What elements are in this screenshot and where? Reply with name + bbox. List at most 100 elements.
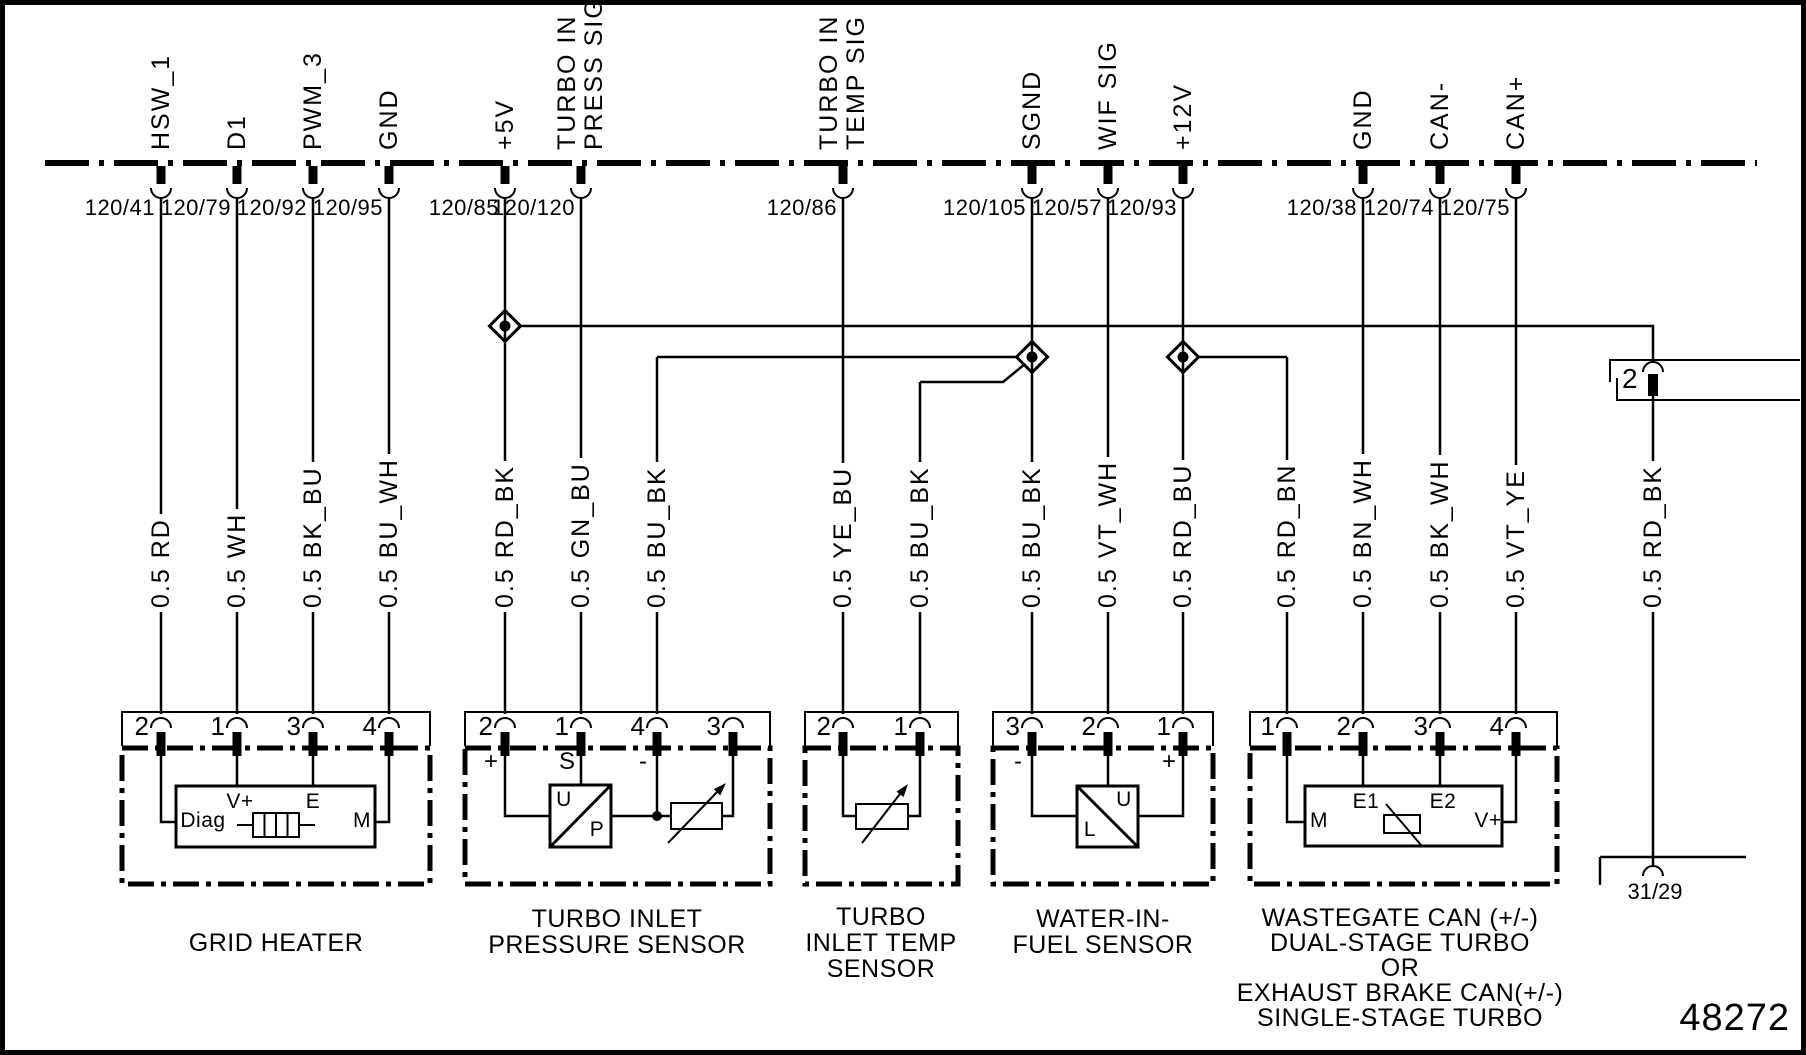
wire-gauge-color-label: 0.5 WH [222, 508, 252, 612]
pin-polarity-sign: S [558, 748, 575, 775]
ecu-signal-label: SGND [1017, 69, 1046, 150]
component-caption-grid-heater: GRID HEATER [188, 929, 364, 957]
wire-gauge-color-label: 0.5 BK_WH [1425, 455, 1455, 612]
wire-gauge-color-label: 0.5 BU_BK [642, 462, 672, 612]
solenoid-valve-symbol [1383, 803, 1422, 846]
wire-gauge-color-label: 0.5 RD_BK [490, 460, 520, 612]
pin-symbols [150, 166, 1527, 756]
ecu-pin-number: 120/93 [1106, 195, 1177, 220]
connector-pin-number: 4 [362, 711, 377, 741]
ecu-pin-number: 120/105 [942, 195, 1026, 220]
connector-pin-number: 3 [1413, 711, 1428, 741]
ecu-signal-label: +12V [1168, 82, 1197, 150]
connector-pin-number: 1 [210, 711, 225, 741]
wire-gauge-color-label: 0.5 BU_BK [905, 462, 935, 612]
wire-gauge-color-label: 0.5 BU_BK [1017, 462, 1047, 612]
ecu-pin-number: 120/85 [428, 195, 499, 220]
device-terminal-label: V+ [1474, 809, 1502, 832]
wire-gauge-color-label: 0.5 GN_BU [566, 458, 596, 612]
device-terminal-label: V+ [226, 790, 254, 813]
connector-pin-number: 3 [706, 711, 721, 741]
thermistor-symbol [855, 789, 909, 844]
arrowhead-icon [713, 783, 726, 796]
device-terminal-label: E1 [1352, 790, 1380, 813]
connector-pin-number: 2 [816, 711, 831, 741]
connector-pin-number: 1 [893, 711, 908, 741]
ecu-pin-number: 120/120 [491, 195, 575, 220]
arrowhead-icon [896, 784, 908, 797]
ecu-signal-label: TURBO IN PRESS SIG [553, 0, 608, 150]
device-terminal-label: E [305, 790, 321, 813]
connector-pin-number: 2 [478, 711, 493, 741]
ground-node-label: 31/29 [1627, 879, 1683, 904]
wire-gauge-color-label: 0.5 BK_BU [298, 462, 328, 612]
ecu-pin-number: 120/38 [1286, 195, 1357, 220]
page-link-connector [1609, 359, 1800, 401]
ecu-pin-number: 120/57 [1031, 195, 1102, 220]
ecu-signal-label: GND [1348, 88, 1377, 150]
wire-gauge-color-label: 0.5 RD_BN [1272, 459, 1302, 612]
device-terminal-label: U [556, 788, 572, 811]
ecu-signal-label: WIF SIG [1093, 40, 1122, 150]
device-boxes [174, 783, 1504, 849]
ecu-signal-label: D1 [222, 114, 251, 150]
connector-pin-number: 4 [1489, 711, 1504, 741]
ecu-signal-label: TURBO IN TEMP SIG [815, 14, 870, 150]
connector-pin-number: 1 [1156, 711, 1171, 741]
wire-gauge-color-label: 0.5 VT_WH [1093, 456, 1123, 612]
device-terminal-label: L [1083, 818, 1097, 841]
ecu-signal-label: HSW_1 [146, 53, 175, 150]
connector-pin-number: 3 [286, 711, 301, 741]
ecu-pin-number: 120/95 [312, 195, 383, 220]
pin-polarity-sign: + [483, 748, 498, 775]
figure-number: 48272 [1679, 997, 1790, 1039]
junction-dot [652, 811, 662, 821]
page-link-pin-label: 2 [1622, 363, 1638, 394]
component-caption-turbo-inlet-temp-sensor: TURBO INLET TEMP SENSOR [805, 903, 957, 983]
device-terminal-label: P [589, 818, 605, 841]
component-caption-turbo-inlet-pressure-sensor: TURBO INLET PRESSURE SENSOR [488, 905, 746, 959]
ecu-pin-number: 120/74 [1363, 195, 1434, 220]
connector-pin-number: 2 [1081, 711, 1096, 741]
wire-gauge-color-label: 0.5 YE_BU [828, 462, 858, 612]
ecu-pin-number: 120/92 [236, 195, 307, 220]
ecu-signal-label: GND [374, 88, 403, 150]
variable-resistor-symbol [667, 788, 723, 844]
wire-gauge-color-label: 0.5 RD [146, 514, 176, 612]
connector-pin-number: 2 [134, 711, 149, 741]
component-caption-water-in-fuel-sensor: WATER-IN- FUEL SENSOR [1012, 905, 1194, 959]
pin-polarity-sign: - [1014, 748, 1022, 775]
connector-pin-number: 4 [630, 711, 645, 741]
wire-gauge-color-label: 0.5 BU_WH [374, 454, 404, 612]
ecu-signal-label: PWM_3 [298, 51, 327, 150]
device-terminal-label: U [1116, 788, 1132, 811]
wire-gauge-color-label: 0.5 RD_BK [1638, 460, 1668, 612]
device-terminal-label: M [353, 809, 371, 832]
ecu-pin-number: 120/79 [160, 195, 231, 220]
device-terminal-label: Diag [180, 809, 226, 832]
heater-element-symbol [237, 812, 315, 838]
ecu-pin-number: 120/86 [766, 195, 837, 220]
wire-gauge-color-label: 0.5 RD_BU [1168, 459, 1198, 612]
ecu-signal-label: CAN- [1425, 80, 1454, 150]
ecu-pin-number: 120/41 [84, 195, 155, 220]
device-terminal-label: M [1310, 809, 1328, 832]
device-terminal-label: E2 [1429, 790, 1457, 813]
pin-polarity-sign: + [1161, 748, 1176, 775]
ecu-signal-label: +5V [490, 98, 519, 150]
ecu-signal-label: CAN+ [1501, 74, 1530, 150]
component-caption-wastegate: WASTEGATE CAN (+/-) DUAL-STAGE TURBO OR … [1236, 904, 1564, 1032]
ecu-pin-number: 120/75 [1439, 195, 1510, 220]
ground-symbol [1598, 855, 1746, 885]
connector-strips [121, 711, 1558, 746]
connector-pin-number: 2 [1336, 711, 1351, 741]
connector-pin-number: 1 [554, 711, 569, 741]
component-outline-boxes [119, 745, 1560, 887]
connector-pin-number: 1 [1260, 711, 1275, 741]
wire-gauge-color-label: 0.5 VT_YE [1501, 465, 1531, 612]
pin-polarity-sign: - [639, 748, 647, 775]
connector-pin-number: 3 [1005, 711, 1020, 741]
